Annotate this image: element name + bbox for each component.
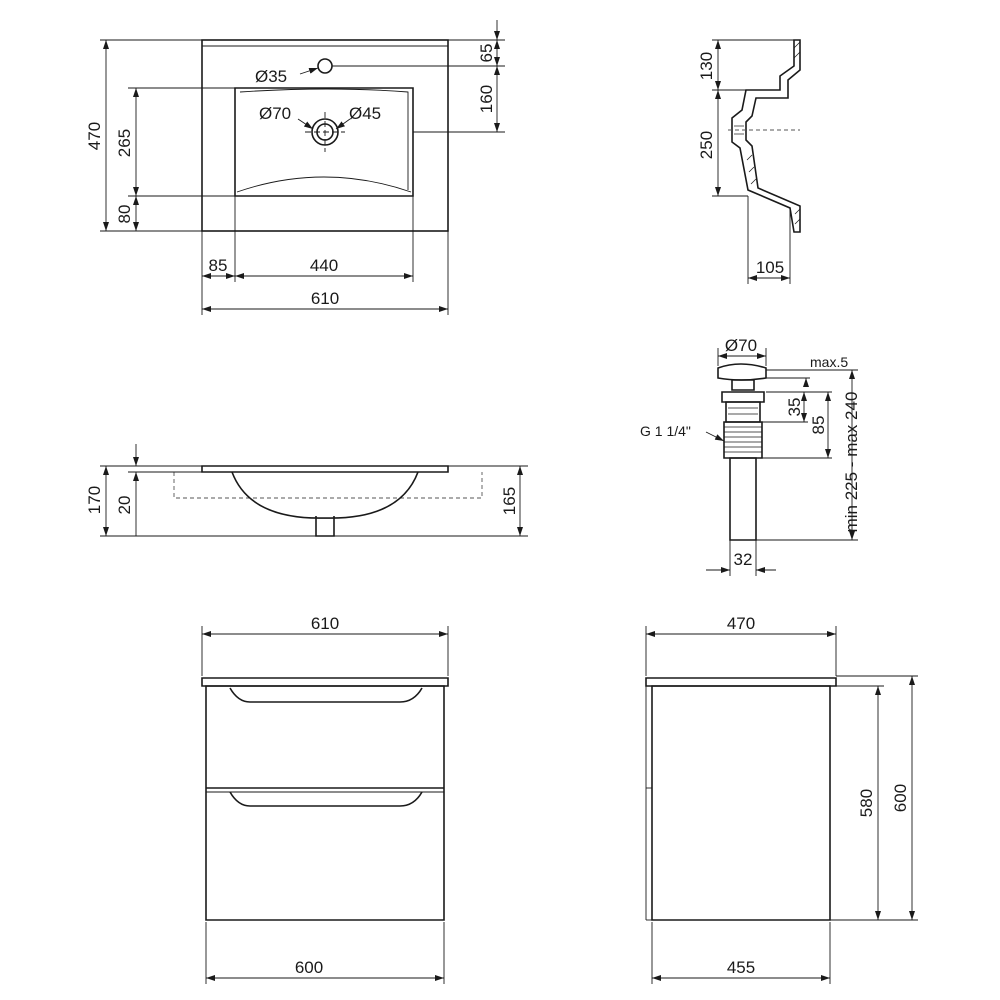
front-depth-label: 165 xyxy=(500,487,519,515)
drain-pipe-label: 32 xyxy=(734,550,753,569)
depth-label: 470 xyxy=(85,122,104,150)
front-rim-label: 20 xyxy=(115,496,134,515)
cabinet-bottom-depth-label: 455 xyxy=(727,958,755,977)
basin-side-section: 130 250 105 xyxy=(697,39,801,284)
front-height-label: 170 xyxy=(85,486,104,514)
cabinet-top-basin xyxy=(201,677,449,687)
bowl-to-tap-label: 160 xyxy=(477,85,496,113)
bowl-length-label: 265 xyxy=(115,129,134,157)
overhang-label: 105 xyxy=(756,258,784,277)
basin-rim xyxy=(201,465,449,473)
drain-detail: Ø70 max.5 35 85 min 225 - max 240 G 1 1/… xyxy=(640,336,861,576)
bowl-depth-label: 250 xyxy=(697,131,716,159)
bowl-width-label: 440 xyxy=(310,256,338,275)
cabinet-side-top xyxy=(645,677,837,687)
upper-drawer-handle xyxy=(229,687,423,703)
cabinet-body-height-label: 580 xyxy=(857,789,876,817)
drain-height-label: 85 xyxy=(809,416,828,435)
side-margin-label: 85 xyxy=(209,256,228,275)
cabinet-side-view: 470 455 580 600 xyxy=(645,614,918,984)
cabinet-bottom-width-label: 600 xyxy=(295,958,323,977)
rim-height-label: 130 xyxy=(697,52,716,80)
basin-outline xyxy=(201,39,449,232)
drain-body-label: 35 xyxy=(785,398,804,417)
cabinet-front-view: 610 600 xyxy=(201,614,449,984)
cabinet-top-width-label: 610 xyxy=(311,614,339,633)
drain-clearance-label: max.5 xyxy=(810,354,848,370)
tap-hole-label: Ø35 xyxy=(255,67,287,86)
lower-drawer-handle xyxy=(229,791,423,807)
drain-cap-label: Ø70 xyxy=(725,336,757,355)
cabinet-body xyxy=(205,685,445,921)
basin-top-view: Ø35 Ø70 Ø45 470 265 80 65 160 85 440 610 xyxy=(85,20,505,315)
basin-drain-outlet xyxy=(315,516,335,537)
front-margin-label: 80 xyxy=(115,205,134,224)
drain-range-label: min 225 - max 240 xyxy=(842,392,861,533)
drain-thread xyxy=(723,421,763,459)
drain-flange xyxy=(721,391,765,403)
drain-outer-label: Ø70 xyxy=(259,104,291,123)
basin-bowl-profile xyxy=(231,471,419,519)
tap-hole xyxy=(317,58,333,74)
drain-inner-label: Ø45 xyxy=(349,104,381,123)
basin-front-view: 170 20 165 xyxy=(85,444,528,537)
drain-cap xyxy=(717,363,767,381)
cabinet-total-height-label: 600 xyxy=(891,784,910,812)
drain-body xyxy=(725,401,761,423)
cabinet-top-depth-label: 470 xyxy=(727,614,755,633)
drain-thread-label: G 1 1/4" xyxy=(640,423,691,439)
width-label: 610 xyxy=(311,289,339,308)
basin-profile xyxy=(731,39,801,233)
tap-offset-label: 65 xyxy=(477,44,496,63)
drain-pipe xyxy=(729,457,757,541)
cabinet-side-body xyxy=(651,685,831,921)
